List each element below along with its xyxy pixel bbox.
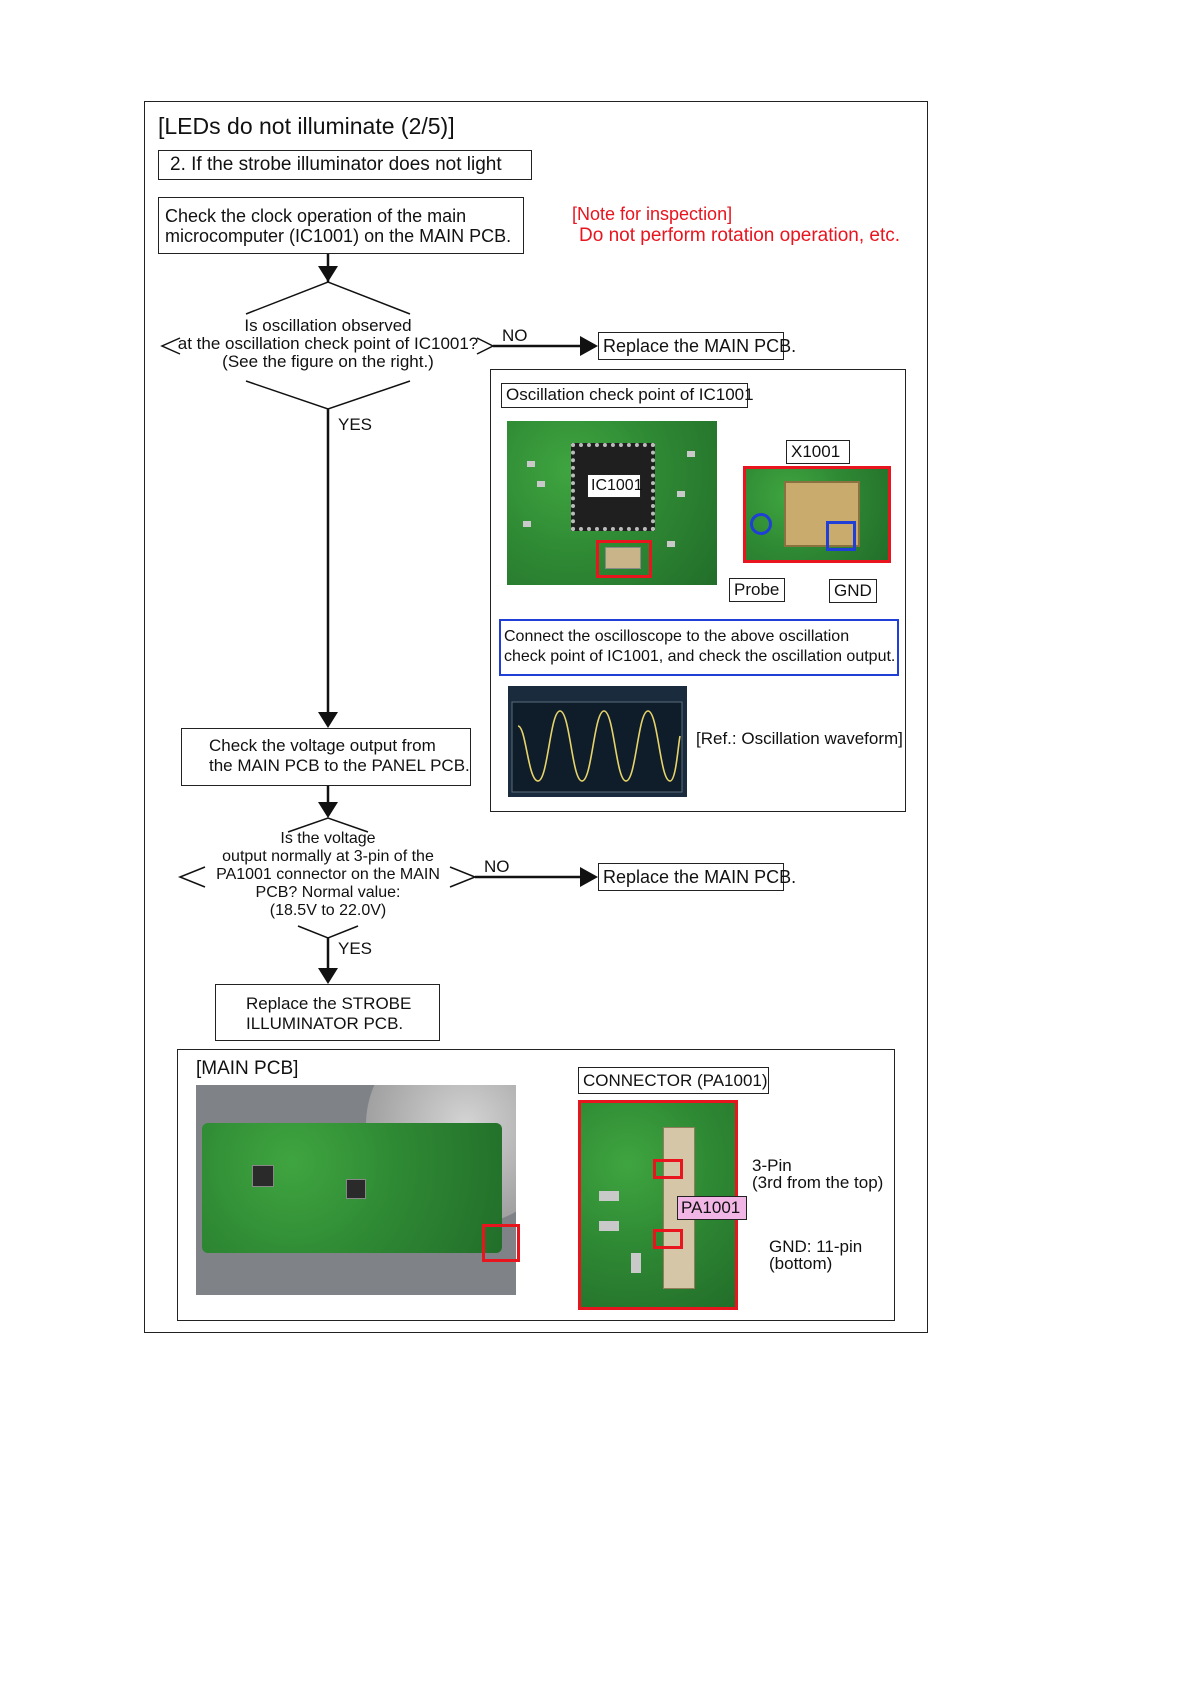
decision2-line-5: (18.5V to 22.0V) — [269, 902, 387, 919]
gnd-label: GND — [829, 579, 877, 603]
instruction-line-2: check point of IC1001, and check the osc… — [504, 648, 896, 665]
pcb-pad — [527, 461, 535, 467]
pin3-line-1: 3-Pin — [752, 1156, 792, 1175]
replace-main-pcb-2: Replace the MAIN PCB. — [598, 863, 796, 891]
pcb-pad — [631, 1253, 641, 1273]
step-box — [158, 150, 532, 180]
replace-main-pcb-1: Replace the MAIN PCB. — [598, 332, 796, 360]
replace-strobe-box — [215, 984, 440, 1041]
x1001-crystal — [784, 481, 860, 547]
probe-label: Probe — [729, 578, 785, 602]
waveform-caption: [Ref.: Oscillation waveform] — [696, 729, 903, 748]
ic1001-label: IC1001 — [587, 474, 643, 498]
oscillation-waveform-image — [508, 686, 687, 797]
gnd-point — [826, 521, 856, 551]
main-board-chip — [346, 1179, 366, 1199]
pin3-line-2: (3rd from the top) — [752, 1173, 884, 1192]
x1001-label: X1001 — [786, 440, 850, 464]
no-label-2: NO — [484, 857, 510, 876]
yes-label-2: YES — [338, 939, 373, 958]
yes-label-1: YES — [338, 415, 373, 434]
check-voltage-line-2: the MAIN PCB to the PANEL PCB. — [209, 756, 470, 775]
pcb-pad — [537, 481, 545, 487]
check-clock-line-1: Check the clock operation of the main — [165, 206, 467, 226]
pcb-pad — [687, 451, 695, 457]
main-board-chip — [252, 1165, 274, 1187]
gnd-pin-line-1: GND: 11-pin — [769, 1237, 863, 1256]
check-clock-line-2: microcomputer (IC1001) on the MAIN PCB. — [165, 226, 512, 246]
decision2-line-3: PA1001 connector on the MAIN — [216, 866, 440, 883]
pcb-pad — [523, 521, 531, 527]
check-clock-box — [158, 197, 524, 254]
pcb-pad — [677, 491, 685, 497]
x1001-small-crystal — [605, 547, 641, 569]
gnd-pin-line-2: (bottom) — [769, 1254, 833, 1273]
connector-title: CONNECTOR (PA1001) — [578, 1067, 769, 1094]
oscillation-panel-title: Oscillation check point of IC1001 — [501, 383, 754, 408]
check-voltage-box — [181, 728, 471, 786]
note-text: Do not perform rotation operation, etc. — [579, 225, 901, 246]
pcb-pad — [667, 541, 675, 547]
pin3-highlight — [653, 1159, 683, 1179]
main-pcb-photo — [196, 1085, 516, 1295]
note-title: [Note for inspection] — [572, 204, 733, 224]
decision1-line-3: (See the figure on the right.) — [222, 352, 434, 371]
decision1-line-2: at the oscillation check point of IC1001… — [177, 334, 479, 353]
decision1-line-1: Is oscillation observed — [244, 316, 412, 335]
pin11-highlight — [653, 1229, 683, 1249]
pa1001-label: PA1001 — [677, 1196, 747, 1220]
pa1001-highlight-small — [482, 1224, 520, 1262]
replace-strobe-line-1: Replace the STROBE — [246, 994, 412, 1013]
replace-strobe-line-2: ILLUMINATOR PCB. — [246, 1014, 404, 1033]
decision2-line-4: PCB? Normal value: — [255, 884, 401, 901]
pcb-pad — [599, 1221, 619, 1231]
decision2-line-2: output normally at 3-pin of the — [222, 848, 434, 865]
probe-point — [750, 513, 772, 535]
oscilloscope-instruction-box — [499, 619, 899, 676]
instruction-line-1: Connect the oscilloscope to the above os… — [504, 628, 850, 645]
pcb-pad — [599, 1191, 619, 1201]
waveform-trace — [511, 701, 683, 793]
page-title: [LEDs do not illuminate (2/5)] — [158, 113, 455, 139]
decision2-line-1: Is the voltage — [280, 830, 376, 847]
main-pcb-title: [MAIN PCB] — [196, 1058, 299, 1079]
check-voltage-line-1: Check the voltage output from — [209, 736, 436, 755]
crystal-highlight-small — [596, 540, 652, 578]
step-title: 2. If the strobe illuminator does not li… — [170, 154, 502, 175]
x1001-zoom-photo — [743, 466, 891, 563]
no-label-1: NO — [502, 326, 528, 345]
